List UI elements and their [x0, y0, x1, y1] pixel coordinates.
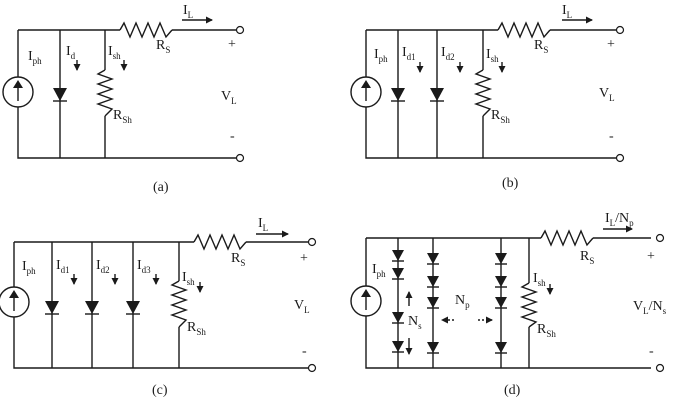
voltage-label: VL — [294, 298, 310, 315]
shunt-current-label: Ish — [486, 47, 499, 64]
current-source — [350, 76, 382, 108]
current-source — [2, 76, 34, 108]
series-resistor-label: RS — [156, 38, 170, 55]
diode-3 — [126, 301, 140, 315]
diode-3-current-label: Id3 — [137, 258, 151, 275]
voltage-label: VL — [221, 89, 237, 106]
load-current-label: IL — [183, 3, 193, 20]
terminal-negative — [235, 153, 245, 163]
load-current-label: IL — [562, 3, 572, 20]
circuit-d: Iph Ns Np Ish RSh RS IL/Np VL/Ns + - (d) — [350, 211, 667, 398]
terminal-negative — [307, 363, 317, 373]
source-label: Iph — [22, 259, 36, 276]
plus-sign: + — [300, 251, 308, 266]
minus-sign: - — [302, 344, 307, 359]
shunt-resistor-label: RSh — [187, 320, 206, 337]
diode-1 — [391, 88, 405, 102]
diode-2-current-label: Id2 — [441, 45, 455, 62]
circuit-c: Iph Id1 Id2 Id3 Ish RSh RS IL VL + - (c) — [0, 216, 317, 398]
series-resistor — [193, 233, 247, 251]
shunt-resistor — [95, 69, 115, 117]
current-source — [0, 286, 30, 318]
source-label: Iph — [374, 47, 388, 64]
diode-1 — [45, 301, 59, 315]
caption-a: (a) — [153, 180, 169, 195]
terminal-negative — [615, 153, 625, 163]
series-resistor-label: RS — [580, 249, 594, 266]
diode-1-current-label: Id1 — [56, 258, 70, 275]
plus-sign: + — [647, 249, 655, 264]
shunt-resistor-label: RSh — [537, 322, 556, 339]
ns-label: Ns — [408, 314, 422, 331]
caption-c: (c) — [152, 383, 168, 398]
terminal-positive — [307, 237, 317, 247]
load-current-label: IL/Np — [605, 211, 634, 228]
voltage-label: VL/Ns — [633, 299, 667, 316]
circuit-a: Iph Id Ish RSh RS IL VL + - (a) — [2, 3, 245, 195]
diode-string-3 — [495, 253, 507, 354]
load-current-label: IL — [258, 216, 268, 233]
np-label: Np — [455, 293, 470, 310]
series-resistor — [497, 21, 551, 39]
series-resistor-label: RS — [231, 251, 245, 268]
plus-sign: + — [228, 37, 236, 52]
diode-string-2 — [427, 253, 439, 354]
shunt-resistor — [169, 280, 189, 328]
circuit-b: Iph Id1 Id2 Ish RSh RS IL VL + - (b) — [350, 3, 625, 191]
shunt-current-label: Ish — [182, 270, 195, 287]
terminal-positive — [655, 233, 665, 243]
plus-sign: + — [607, 37, 615, 52]
shunt-current-label: Ish — [108, 44, 121, 61]
minus-sign: - — [609, 129, 614, 144]
diode-2-current-label: Id2 — [96, 258, 110, 275]
shunt-current-label: Ish — [533, 271, 546, 288]
terminal-negative — [655, 363, 665, 373]
terminal-positive — [235, 25, 245, 35]
shunt-resistor-label: RSh — [491, 108, 510, 125]
source-label: Iph — [28, 49, 42, 66]
caption-d: (d) — [504, 383, 521, 398]
diode-1-current-label: Id1 — [402, 45, 416, 62]
series-resistor-label: RS — [534, 38, 548, 55]
terminal-positive — [615, 25, 625, 35]
series-resistor — [540, 229, 594, 247]
shunt-resistor-label: RSh — [113, 108, 132, 125]
diode-string-1 — [392, 250, 404, 353]
voltage-label: VL — [599, 86, 615, 103]
caption-b: (b) — [502, 176, 519, 191]
minus-sign: - — [230, 129, 235, 144]
current-source — [350, 285, 382, 317]
shunt-resistor — [473, 69, 493, 117]
diode-current-label: Id — [66, 44, 76, 61]
series-resistor — [119, 21, 173, 39]
source-label: Iph — [372, 262, 386, 279]
diode-2 — [85, 301, 99, 315]
diode — [53, 88, 67, 102]
minus-sign: - — [649, 344, 654, 359]
shunt-resistor — [519, 282, 539, 328]
diode-2 — [430, 88, 444, 102]
